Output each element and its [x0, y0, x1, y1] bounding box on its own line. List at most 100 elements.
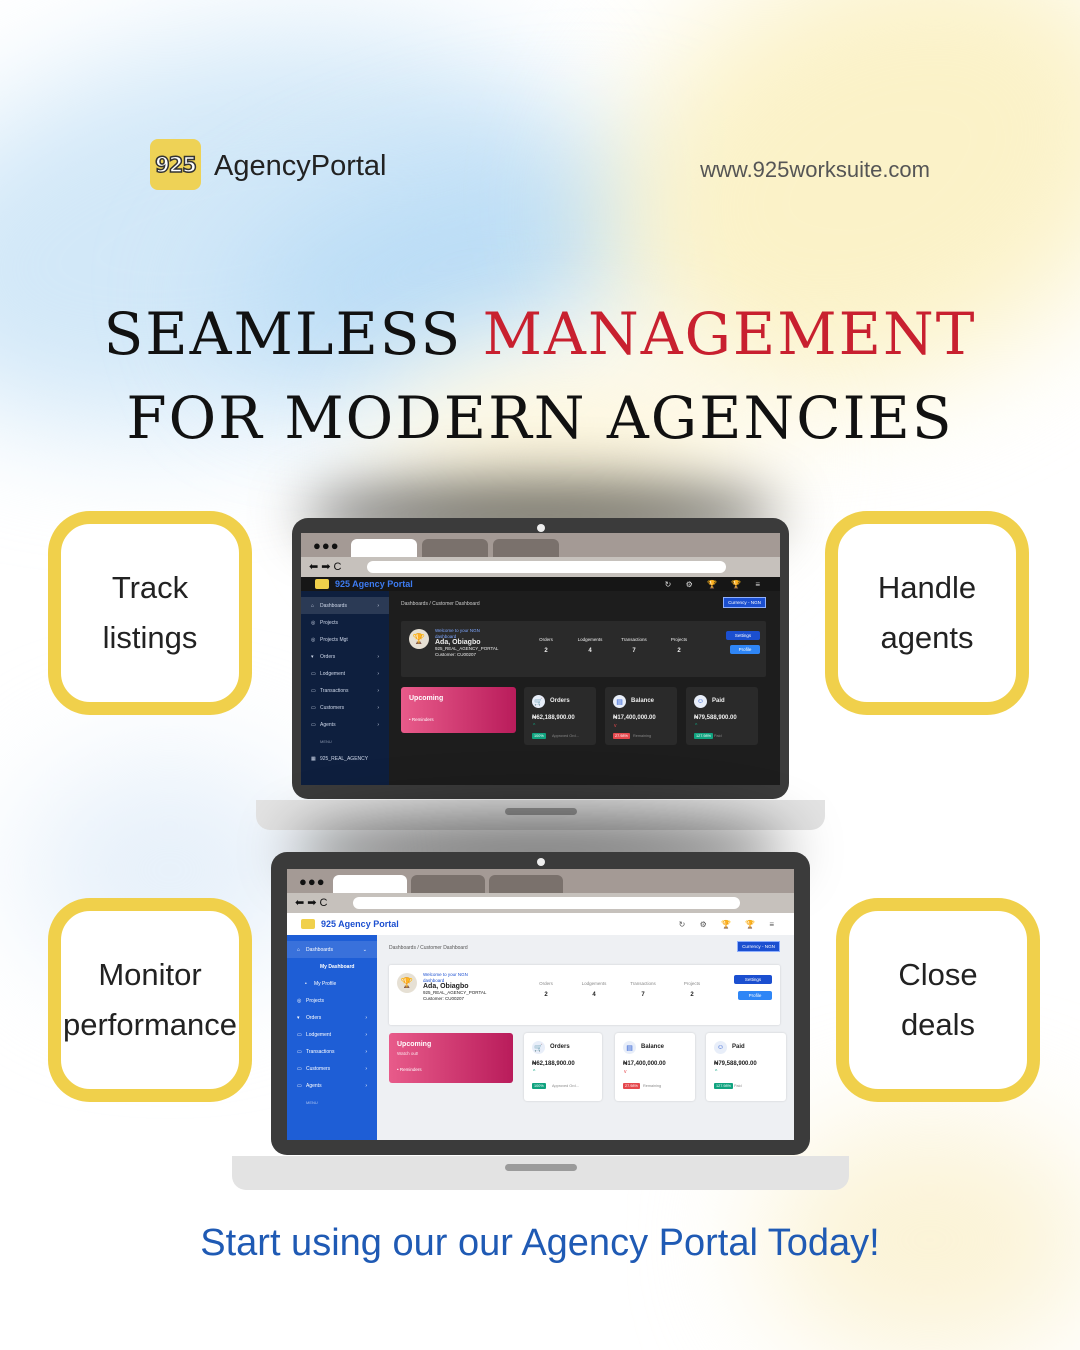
sidebar-icon: •: [305, 980, 307, 987]
paid-card[interactable]: ☺ Paid ₦79,588,900.00 ^ 127.98% Paid: [686, 687, 758, 745]
browser-tab[interactable]: [422, 539, 488, 557]
sidebar-item-dashboards[interactable]: ⌂Dashboards›: [301, 597, 389, 614]
wallet-icon: ▤: [613, 695, 626, 708]
browser-tab[interactable]: [493, 539, 559, 557]
sidebar-item-label: Transactions: [306, 1048, 335, 1055]
sidebar-item-label: Orders: [306, 1014, 322, 1021]
balance-card[interactable]: ▤ Balance ₦17,400,000.00 v 27.98% Remain…: [605, 687, 677, 745]
trophy-icon: 🏆: [397, 973, 417, 993]
website-url[interactable]: www.925worksuite.com: [700, 157, 930, 182]
sidebar-item-projects[interactable]: ◎Projects: [287, 992, 377, 1009]
sidebar-item-lodgement[interactable]: ▭Lodgement›: [287, 1026, 377, 1043]
feature-close-deals: Close deals: [836, 898, 1040, 1102]
sidebar-item-label: 925_REAL_AGENCY: [320, 755, 369, 762]
sidebar-icon: ▾: [311, 653, 314, 660]
orders-amount: ₦62,188,900.00: [532, 715, 575, 721]
user-name: Ada, Obiagbo: [435, 639, 481, 646]
upcoming-card[interactable]: Upcoming Watch out! • Reminders: [389, 1033, 513, 1083]
profile-button[interactable]: Profile: [730, 645, 760, 654]
sidebar-icon: ⌂: [297, 946, 301, 953]
portal-logo: [315, 579, 329, 589]
sidebar-icon: ⌂: [311, 602, 315, 609]
user-icon: ☺: [694, 695, 707, 708]
welcome-text: Welcome to your NGN dashboard: [435, 628, 480, 639]
breadcrumb[interactable]: Dashboards / Customer Dashboard: [401, 601, 480, 607]
currency-button[interactable]: Currency - NGN: [737, 941, 780, 952]
currency-button[interactable]: Currency - NGN: [723, 597, 766, 608]
settings-button[interactable]: Settings: [726, 631, 760, 640]
sidebar-item-customers[interactable]: ▭Customers›: [287, 1060, 377, 1077]
nav-arrows[interactable]: ⬅ ➡ C: [309, 561, 342, 573]
address-bar[interactable]: [353, 897, 740, 909]
paid-amount: ₦79,588,900.00: [714, 1061, 757, 1067]
sidebar-item-label: Customers: [320, 704, 345, 711]
brand-logo: 925: [150, 139, 201, 190]
browser-tab-bar: ●●●: [287, 869, 794, 893]
feature-track-listings: Track listings: [48, 511, 252, 715]
browser-tab-active[interactable]: [351, 539, 417, 557]
laptop-light: ●●● ⬅ ➡ C 925 Agency Portal ↻ ⚙ 🏆 🏆 ≡ ⌂D…: [271, 852, 810, 1155]
chevron-icon: ›: [377, 653, 379, 660]
sidebar-item-agents[interactable]: ▭Agents›: [287, 1077, 377, 1094]
sidebar-item-label: Projects: [320, 619, 339, 626]
settings-button[interactable]: Settings: [734, 975, 772, 984]
balance-badge: 27.98%: [613, 733, 630, 739]
headline-emphasis: MANAGEMENT: [482, 300, 977, 368]
sidebar-item-transactions[interactable]: ▭Transactions›: [301, 682, 389, 699]
chevron-icon: ›: [377, 721, 379, 728]
orders-card[interactable]: 🛒 Orders ₦62,188,900.00 ^ 100% Approved …: [524, 1033, 602, 1101]
cta-text[interactable]: Start using our our Agency Portal Today!: [200, 1222, 880, 1264]
headline-line-1: SEAMLESS MANAGEMENT: [103, 300, 977, 368]
sidebar-item-my-dashboard[interactable]: My Dashboard: [287, 958, 377, 975]
sidebar-item-my-profile[interactable]: •My Profile: [287, 975, 377, 992]
top-icons[interactable]: ↻ ⚙ 🏆 🏆 ≡: [664, 579, 766, 589]
chevron-icon: ›: [365, 1065, 367, 1072]
browser-tab[interactable]: [489, 875, 563, 893]
upcoming-card[interactable]: Upcoming • Reminders: [401, 687, 516, 733]
sidebar-item-dashboards[interactable]: ⌂Dashboards⌄: [287, 941, 377, 958]
address-bar[interactable]: [367, 561, 726, 573]
breadcrumb[interactable]: Dashboards / Customer Dashboard: [389, 945, 468, 951]
sidebar-item-transactions[interactable]: ▭Transactions›: [287, 1043, 377, 1060]
nav-arrows[interactable]: ⬅ ➡ C: [295, 897, 328, 909]
paid-badge: 127.98%: [694, 733, 713, 739]
sidebar-item-label: Projects Mgt: [320, 636, 348, 643]
balance-amount: ₦17,400,000.00: [613, 715, 656, 721]
balance-amount: ₦17,400,000.00: [623, 1061, 666, 1067]
window-controls[interactable]: ●●●: [313, 538, 340, 553]
cart-icon: 🛒: [532, 695, 545, 708]
orders-card[interactable]: 🛒 Orders ₦62,188,900.00 ^ 100% Approved …: [524, 687, 596, 745]
sidebar-item-925-real-agency[interactable]: ▦ 925_REAL_AGENCY: [301, 750, 389, 767]
sidebar-icon: ◎: [311, 619, 316, 626]
sidebar-item-orders[interactable]: ▾Orders›: [287, 1009, 377, 1026]
browser-tab[interactable]: [411, 875, 485, 893]
sidebar-item-orders[interactable]: ▾Orders›: [301, 648, 389, 665]
sidebar-item-lodgement[interactable]: ▭Lodgement›: [301, 665, 389, 682]
window-controls[interactable]: ●●●: [299, 874, 326, 889]
top-icons[interactable]: ↻ ⚙ 🏆 🏆 ≡: [678, 919, 780, 929]
browser-tab-active[interactable]: [333, 875, 407, 893]
profile-button[interactable]: Profile: [738, 991, 772, 1000]
sidebar-item-customers[interactable]: ▭Customers›: [301, 699, 389, 716]
sidebar-item-label: MENU: [306, 1100, 318, 1105]
sidebar-item-projects[interactable]: ◎ Projects: [301, 614, 389, 631]
sidebar-item-agents[interactable]: ▭Agents›: [301, 716, 389, 733]
sidebar-item-label: Lodgement: [320, 670, 346, 677]
paid-card[interactable]: ☺ Paid ₦79,588,900.00 ^ 127.98% Paid: [706, 1033, 786, 1101]
welcome-card: 🏆 Welcome to your NGN dashboard Ada, Obi…: [389, 965, 780, 1025]
sidebar-item-menu: MENU: [301, 733, 389, 750]
reminders-link[interactable]: • Reminders: [397, 1067, 422, 1072]
sidebar-icon: ▾: [297, 1014, 300, 1021]
portal-logo: [301, 919, 315, 929]
customer-id: Customer: CU00207: [435, 652, 477, 657]
portal-title: 925 Agency Portal: [321, 919, 399, 929]
wallet-icon: ▤: [623, 1041, 636, 1054]
sidebar-item-projects-mgt[interactable]: ◎Projects Mgt: [301, 631, 389, 648]
reminders-link[interactable]: • Reminders: [409, 717, 434, 722]
balance-card[interactable]: ▤ Balance ₦17,400,000.00 v 27.98% Remain…: [615, 1033, 695, 1101]
sidebar-icon: ▦: [311, 755, 316, 762]
feature-monitor-performance: Monitor performance: [48, 898, 252, 1102]
sidebar-icon: ▭: [311, 721, 316, 728]
